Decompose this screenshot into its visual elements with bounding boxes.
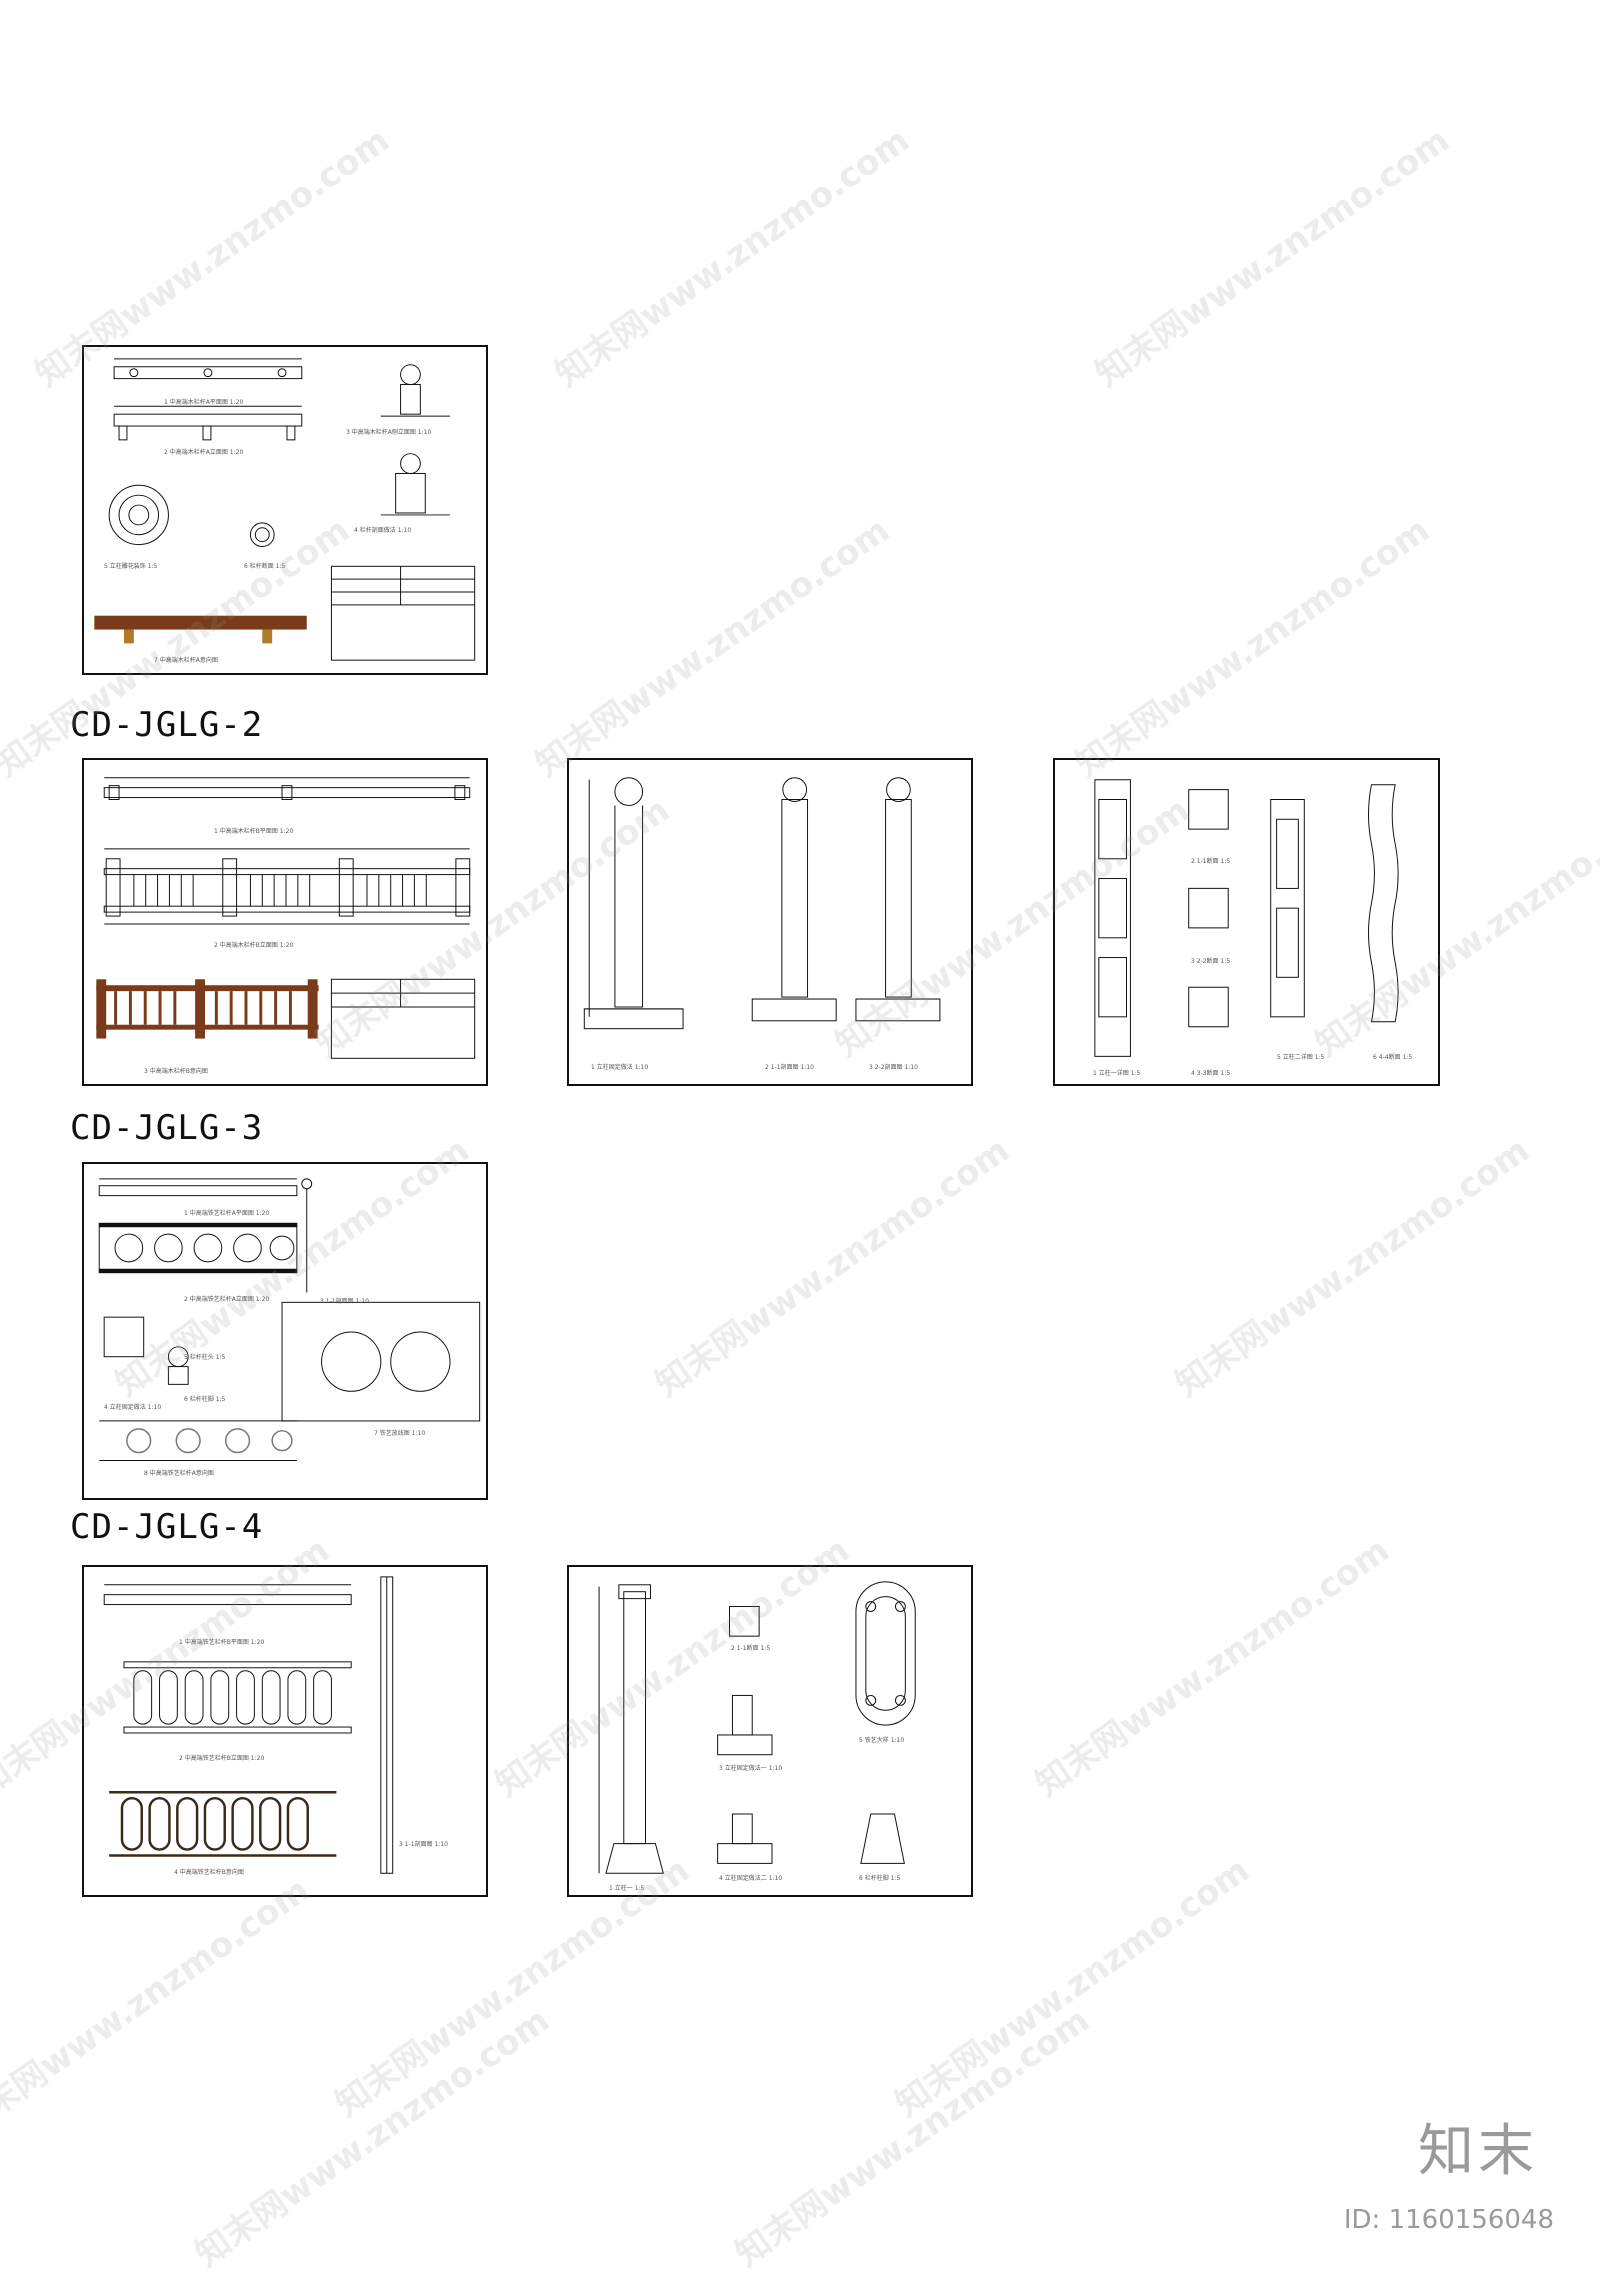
view-title: 6 栏杆断面 1:5 xyxy=(244,563,286,570)
watermark: 知末网www.znzmo.com xyxy=(188,2000,557,2275)
view-title: 5 铁艺大样 1:10 xyxy=(859,1737,905,1744)
view-title: 3 2-2剖面图 1:10 xyxy=(869,1064,918,1071)
group-label-4: CD-JGLG-4 xyxy=(70,1507,264,1547)
drawing-sheet-4[interactable]: 1 立柱一详图 1:5 2 1-1断面 1:5 3 2-2断面 1:5 4 3-… xyxy=(1053,758,1440,1086)
view-title: 1 立柱固定做法 1:10 xyxy=(591,1064,649,1071)
view-title: 2 1-1断面 1:5 xyxy=(731,1645,771,1652)
view-title: 1 中高端铁艺栏杆B平面图 1:20 xyxy=(179,1639,265,1646)
watermark: 知末网www.znzmo.com xyxy=(728,2000,1097,2275)
view-title: 6 栏杆柱脚 1:5 xyxy=(184,1396,226,1403)
watermark: 知末网www.znzmo.com xyxy=(548,120,917,395)
view-title: 8 中高端铁艺栏杆A意向图 xyxy=(144,1470,214,1477)
view-title: 1 中高端木栏杆A平面图 1:20 xyxy=(164,399,244,406)
sheet-3-drawing xyxy=(583,777,941,1030)
view-title: 2 1-1断面 1:5 xyxy=(1191,858,1231,865)
view-title: 1 立柱一详图 1:5 xyxy=(1093,1070,1141,1077)
watermark: 知末网www.znzmo.com xyxy=(1168,1130,1537,1405)
view-title: 1 中高端铁艺栏杆A平面图 1:20 xyxy=(184,1210,270,1217)
watermark: 知末网www.znzmo.com xyxy=(528,510,897,785)
watermark: 知末网www.znzmo.com xyxy=(648,1130,1017,1405)
image-id: ID: 1160156048 xyxy=(1343,2205,1554,2235)
view-title: 2 中高端铁艺栏杆B立面图 1:20 xyxy=(179,1755,265,1762)
view-title: 3 立柱固定做法一 1:10 xyxy=(719,1765,783,1772)
view-title: 4 栏杆剖面做法 1:10 xyxy=(354,527,412,534)
view-title: 3 中高端木栏杆A侧立面图 1:10 xyxy=(346,429,432,436)
drawing-sheet-6[interactable]: 1 中高端铁艺栏杆B平面图 1:20 2 中高端铁艺栏杆B立面图 1:20 3 … xyxy=(82,1565,488,1897)
drawing-sheet-7[interactable]: 1 立柱一 1:5 2 1-1断面 1:5 3 立柱固定做法一 1:10 4 立… xyxy=(567,1565,973,1897)
view-title: 4 立柱固定做法二 1:10 xyxy=(719,1875,783,1882)
view-title: 4 立柱固定做法 1:10 xyxy=(104,1404,162,1411)
view-title: 2 中高端铁艺栏杆A立面图 1:20 xyxy=(184,1296,270,1303)
drawing-sheet-5[interactable]: 1 中高端铁艺栏杆A平面图 1:20 2 中高端铁艺栏杆A立面图 1:20 3 … xyxy=(82,1162,488,1500)
watermark: 知末网www.znzmo.com xyxy=(0,1870,317,2145)
drawing-sheet-1[interactable]: 1 中高端木栏杆A平面图 1:20 2 中高端木栏杆A立面图 1:20 3 中高… xyxy=(82,345,488,675)
sheet-7-drawing xyxy=(598,1581,916,1874)
view-title: 7 中高端木栏杆A意向图 xyxy=(154,657,218,664)
brand-logo: 知末 xyxy=(1418,2119,1538,2184)
drawing-sheet-2[interactable]: 1 中高端木栏杆B平面图 1:20 2 中高端木栏杆B立面图 1:20 3 中高… xyxy=(82,758,488,1086)
sheet-1-drawing xyxy=(94,358,476,661)
view-title: 1 中高端木栏杆B平面图 1:20 xyxy=(214,828,294,835)
group-label-3: CD-JGLG-3 xyxy=(70,1108,264,1148)
view-title: 4 中高端铁艺栏杆B意向图 xyxy=(174,1869,244,1876)
sheet-6-drawing xyxy=(103,1576,394,1874)
sheet-2-drawing xyxy=(96,777,476,1059)
view-title: 4 3-3断面 1:5 xyxy=(1191,1070,1231,1077)
drawing-sheet-3[interactable]: 1 立柱固定做法 1:10 2 1-1剖面图 1:10 3 2-2剖面图 1:1… xyxy=(567,758,973,1086)
view-title: 2 中高端木栏杆A立面图 1:20 xyxy=(164,449,244,456)
view-title: 1 立柱一 1:5 xyxy=(609,1885,645,1892)
view-title: 3 2-2断面 1:5 xyxy=(1191,958,1231,965)
view-title: 6 4-4断面 1:5 xyxy=(1373,1054,1413,1061)
view-title: 5 立柱雕花装饰 1:5 xyxy=(104,563,158,570)
watermark: 知末网www.znzmo.com xyxy=(1028,1530,1397,1805)
watermark: 知末网www.znzmo.com xyxy=(1088,120,1457,395)
view-title: 5 栏杆柱头 1:5 xyxy=(184,1354,226,1361)
view-title: 5 立柱二详图 1:5 xyxy=(1277,1054,1325,1061)
view-title: 2 1-1剖面图 1:10 xyxy=(765,1064,814,1071)
view-title: 3 中高端木栏杆B意向图 xyxy=(144,1068,208,1075)
view-title: 3 1-1剖面图 1:10 xyxy=(320,1298,369,1305)
group-label-2: CD-JGLG-2 xyxy=(70,705,264,745)
watermark: 知末网www.znzmo.com xyxy=(1068,510,1437,785)
view-title: 3 1-1剖面图 1:10 xyxy=(399,1841,448,1848)
view-title: 7 铁艺放线图 1:10 xyxy=(374,1430,426,1437)
view-title: 2 中高端木栏杆B立面图 1:20 xyxy=(214,942,294,949)
view-title: 6 栏杆柱脚 1:5 xyxy=(859,1875,901,1882)
sheet-4-drawing xyxy=(1094,779,1399,1057)
sheet-5-drawing xyxy=(98,1178,481,1461)
